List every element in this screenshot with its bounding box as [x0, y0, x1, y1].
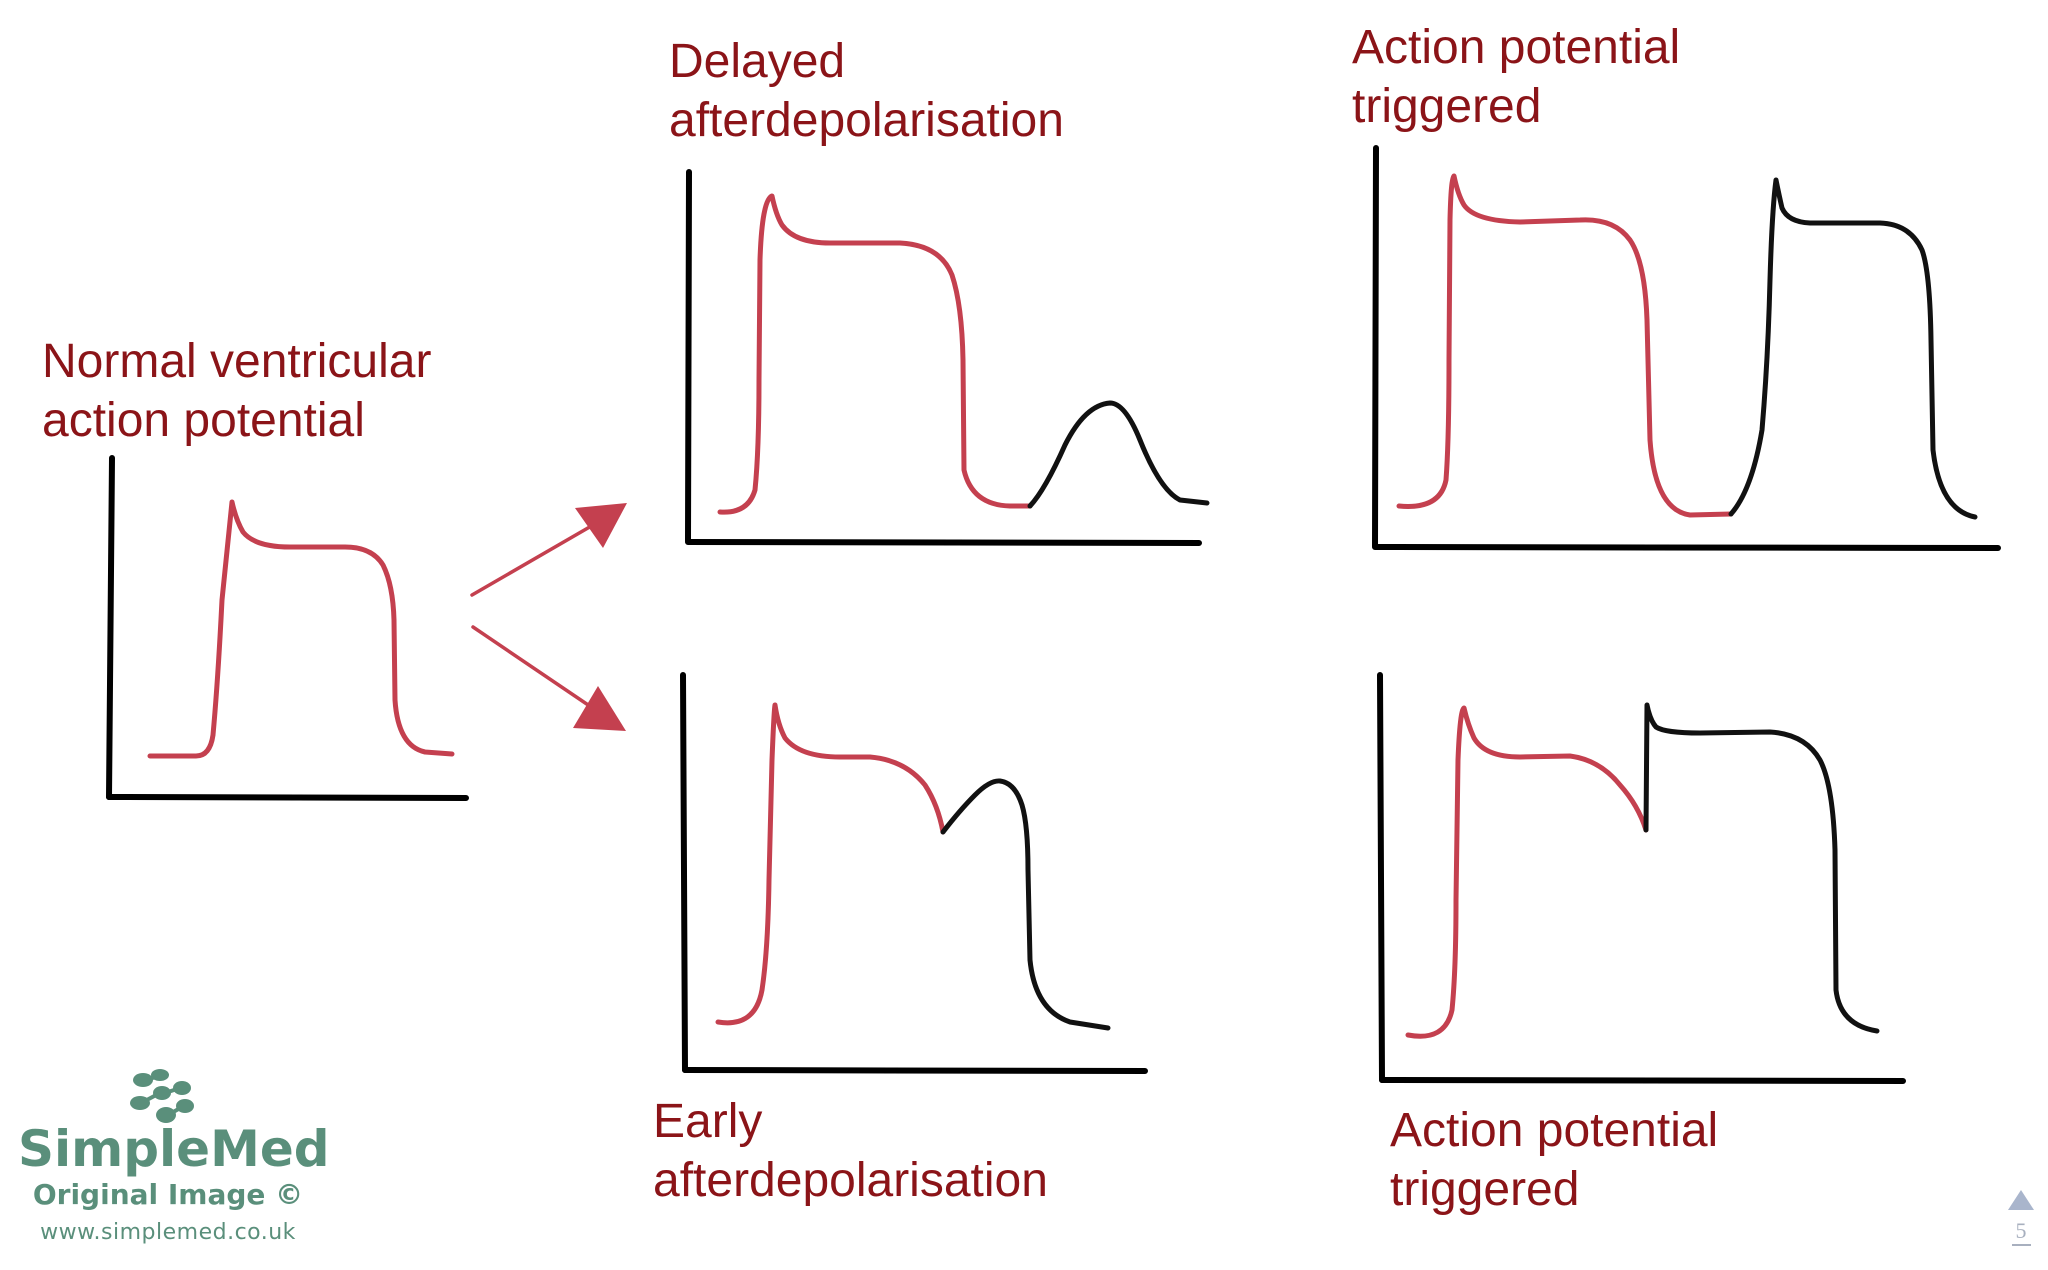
label-early-afterdepolarisation: Early afterdepolarisation: [653, 1092, 1048, 1210]
x-axis: [685, 539, 1202, 546]
label-line: Action potential: [1390, 1104, 1719, 1157]
normal-ap-curve: [715, 702, 946, 1026]
simplemed-logo: SimpleMed Original Image © www.simplemed…: [18, 1120, 330, 1248]
page-number[interactable]: 5: [2011, 1218, 2031, 1246]
x-axis: [1379, 1077, 1906, 1084]
logo-name: SimpleMed: [18, 1120, 330, 1178]
x-axis: [1372, 544, 2001, 551]
graph-ap-triggered-top: [1372, 145, 2001, 551]
label-line: Normal ventricular: [42, 335, 432, 388]
triggered-ap-curve: [1728, 177, 1978, 520]
logo-url: www.simplemed.co.uk: [40, 1220, 296, 1245]
arrow-to-delayed: [470, 503, 627, 597]
label-delayed-afterdepolarisation: Delayed afterdepolarisation: [669, 32, 1064, 150]
arrow-head-icon: [573, 686, 626, 731]
label-line: Delayed: [669, 35, 846, 88]
x-axis: [682, 1067, 1148, 1074]
label-line: Early: [653, 1095, 763, 1148]
early-afterdepolarisation-curve: [940, 778, 1111, 1031]
graph-delayed-afterdepolarisation: [685, 169, 1210, 546]
simplemed-logo-icon: [130, 1069, 194, 1123]
delayed-afterdepolarisation-curve: [1027, 400, 1210, 509]
page-up-arrow-icon[interactable]: [2008, 1190, 2034, 1210]
y-axis: [106, 455, 115, 800]
arrow-to-early: [471, 625, 626, 731]
label-ap-triggered-top: Action potential triggered: [1352, 18, 1680, 136]
label-ap-triggered-bottom: Action potential triggered: [1390, 1101, 1718, 1219]
normal-ap-curve: [1405, 705, 1649, 1039]
normal-ap-curve: [147, 499, 455, 759]
label-line: afterdepolarisation: [653, 1154, 1048, 1207]
label-line: triggered: [1390, 1163, 1580, 1216]
label-line: triggered: [1352, 80, 1542, 133]
arrow-head-icon: [575, 503, 627, 548]
normal-ap-curve: [717, 193, 1033, 515]
y-axis: [685, 169, 692, 544]
y-axis: [680, 672, 688, 1073]
label-line: action potential: [42, 394, 365, 447]
label-line: afterdepolarisation: [669, 94, 1064, 147]
graph-early-afterdepolarisation: [680, 672, 1148, 1074]
label-line: Action potential: [1352, 21, 1681, 74]
triggered-ap-curve: [1643, 702, 1880, 1034]
normal-ap-curve: [1396, 173, 1734, 518]
y-axis: [1377, 672, 1385, 1083]
graph-normal-ap: [106, 455, 469, 801]
y-axis: [1372, 145, 1379, 549]
graph-ap-triggered-bottom: [1377, 672, 1906, 1084]
label-normal-ventricular-ap: Normal ventricular action potential: [42, 332, 431, 450]
page-navigation: 5: [2004, 1190, 2038, 1246]
x-axis: [106, 794, 469, 801]
logo-subtitle: Original Image ©: [32, 1178, 304, 1211]
